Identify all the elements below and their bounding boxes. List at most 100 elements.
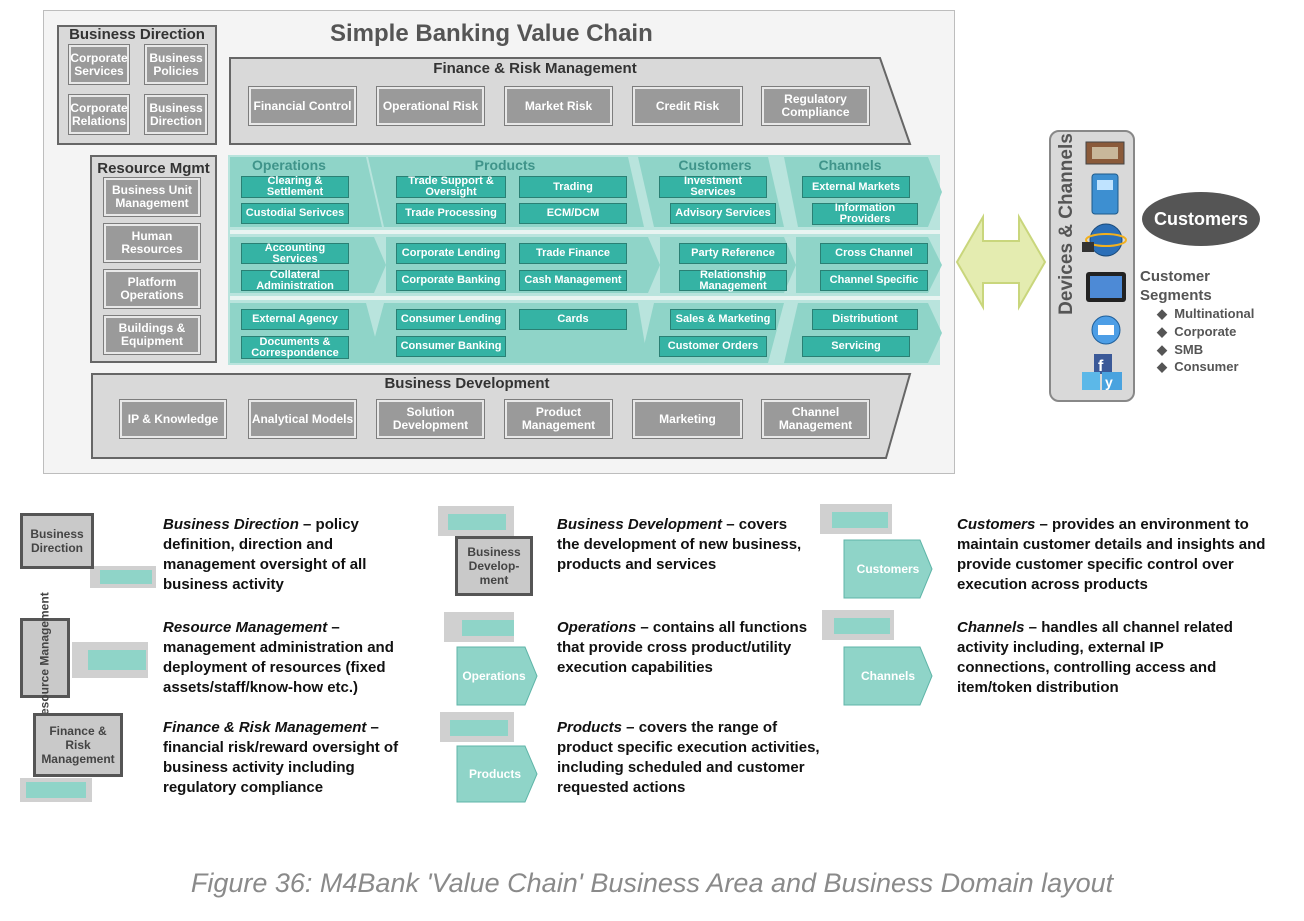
legend-icon-channels: Channels bbox=[860, 669, 915, 683]
business-unit-mgmt-box: Business Unit Management bbox=[104, 178, 200, 216]
credit-risk-box: Credit Risk bbox=[633, 87, 742, 125]
human-resources-box: Human Resources bbox=[104, 224, 200, 262]
legend-business-development: Business Development – covers the develo… bbox=[557, 516, 802, 573]
servicing-box: Servicing bbox=[802, 336, 910, 357]
customer-orders-box: Customer Orders bbox=[659, 336, 767, 357]
trade-finance-box: Trade Finance bbox=[519, 243, 627, 264]
segment-item: ◆ SMB bbox=[1157, 342, 1204, 357]
tablet-icon bbox=[1086, 272, 1126, 302]
buildings-equipment-box: Buildings & Equipment bbox=[104, 316, 200, 354]
legend-customers: Customers – provides an environment to m… bbox=[957, 516, 1266, 593]
business-development-title: Business Development bbox=[384, 375, 550, 392]
business-policies-box: Business Policies bbox=[145, 45, 207, 84]
distribution-box: Distributiont bbox=[812, 309, 918, 330]
relationship-management-box: Relationship Management bbox=[679, 269, 787, 291]
customer-segments-title: Customer Segments bbox=[1140, 268, 1212, 304]
atm-icon bbox=[1085, 141, 1125, 165]
documents-correspondence-box: Documents & Correspondence bbox=[241, 336, 349, 359]
analytical-models-box: Analytical Models bbox=[249, 400, 356, 438]
consumer-lending-box: Consumer Lending bbox=[396, 309, 506, 330]
channel-specific-box: Channel Specific bbox=[820, 270, 928, 291]
regulatory-compliance-box: Regulatory Compliance bbox=[762, 87, 869, 125]
facebook-icon: f bbox=[1094, 354, 1112, 375]
legend-resource-management: Resource Management – management adminis… bbox=[163, 619, 394, 696]
customers-oval: Customers bbox=[1142, 192, 1260, 246]
clearing-settlement-box: Clearing & Settlement bbox=[241, 176, 349, 198]
legend-icon-operations: Operations bbox=[462, 669, 526, 683]
svg-text:y: y bbox=[1105, 374, 1113, 390]
diagram-title: Simple Banking Value Chain bbox=[330, 20, 653, 47]
trading-box: Trading bbox=[519, 176, 627, 198]
marketing-box: Marketing bbox=[633, 400, 742, 438]
accounting-services-box: Accounting Services bbox=[241, 242, 349, 264]
svg-text:f: f bbox=[1098, 358, 1104, 375]
legend-icon-business-development: Business Develop-ment bbox=[455, 536, 533, 596]
phone-icon bbox=[1091, 315, 1121, 345]
cards-box: Cards bbox=[519, 309, 627, 330]
corporate-banking-box: Corporate Banking bbox=[396, 270, 506, 291]
market-risk-box: Market Risk bbox=[505, 87, 612, 125]
legend-icon-customers-shape bbox=[843, 539, 933, 599]
consumer-banking-box: Consumer Banking bbox=[396, 336, 506, 357]
platform-operations-box: Platform Operations bbox=[104, 270, 200, 308]
channels-heading: Channels bbox=[818, 157, 882, 173]
trade-processing-box: Trade Processing bbox=[396, 203, 506, 224]
twitter-icon bbox=[1082, 372, 1100, 390]
customers-heading: Customers bbox=[678, 157, 752, 173]
legend-icon-teal bbox=[462, 620, 514, 636]
cash-machine-icon bbox=[1091, 173, 1119, 215]
collateral-administration-box: Collateral Administration bbox=[241, 269, 349, 291]
legend-icon-teal bbox=[26, 782, 86, 798]
investment-services-box: Investment Services bbox=[659, 176, 767, 198]
yammer-icon: y bbox=[1102, 372, 1122, 390]
finance-risk-title: Finance & Risk Management bbox=[433, 60, 637, 77]
products-heading: Products bbox=[474, 157, 536, 173]
business-direction-box: Business Direction bbox=[145, 95, 207, 134]
cross-channel-box: Cross Channel bbox=[820, 243, 928, 264]
legend-icon-products: Products bbox=[468, 767, 521, 781]
legend-icon-teal bbox=[448, 514, 506, 530]
corporate-lending-box: Corporate Lending bbox=[396, 243, 506, 264]
sales-marketing-box: Sales & Marketing bbox=[670, 309, 776, 330]
device-icons: f y bbox=[1082, 141, 1127, 390]
devices-channels-title: Devices & Channels bbox=[1056, 133, 1077, 315]
internet-icon bbox=[1082, 223, 1127, 257]
legend-products: Products – covers the range of product s… bbox=[557, 719, 820, 796]
legend-finance-risk: Finance & Risk Management – financial ri… bbox=[163, 719, 399, 796]
solution-development-box: Solution Development bbox=[377, 400, 484, 438]
business-direction-title: Business Direction bbox=[69, 26, 205, 43]
legend-icon-customers: Customers bbox=[856, 562, 920, 576]
legend-icon-resource-management: Resource Management bbox=[20, 592, 70, 724]
party-reference-box: Party Reference bbox=[679, 243, 787, 264]
legend-icon-channels-shape bbox=[843, 646, 933, 706]
legend-channels: Channels – handles all channel related a… bbox=[957, 619, 1233, 696]
figure-caption: Figure 36: M4Bank 'Value Chain' Business… bbox=[190, 868, 1114, 898]
product-management-box: Product Management bbox=[505, 400, 612, 438]
operations-heading: Operations bbox=[252, 157, 326, 173]
external-agency-box: External Agency bbox=[241, 309, 349, 330]
legend-icon-teal bbox=[832, 512, 888, 528]
legend-icon-operations-shape bbox=[456, 646, 538, 706]
operational-risk-box: Operational Risk bbox=[377, 87, 484, 125]
financial-control-box: Financial Control bbox=[249, 87, 356, 125]
segment-item: ◆ Multinational bbox=[1157, 306, 1255, 321]
cash-management-box: Cash Management bbox=[519, 270, 627, 291]
legend-icon-teal bbox=[100, 570, 152, 584]
double-arrow-icon bbox=[955, 213, 1047, 311]
ecm-dcm-box: ECM/DCM bbox=[519, 203, 627, 224]
resource-mgmt-title: Resource Mgmt bbox=[97, 160, 210, 177]
advisory-services-box: Advisory Services bbox=[670, 203, 776, 224]
ip-knowledge-box: IP & Knowledge bbox=[120, 400, 226, 438]
segment-item: ◆ Consumer bbox=[1157, 359, 1239, 374]
legend-business-direction: Business Direction – policy definition, … bbox=[163, 516, 367, 593]
legend-icon-teal bbox=[834, 618, 890, 634]
custodial-services-box: Custodial Serivces bbox=[241, 203, 349, 224]
information-providers-box: Information Providers bbox=[812, 203, 918, 225]
corporate-services-box: Corporate Services bbox=[69, 45, 129, 84]
legend-icon-products-shape bbox=[456, 745, 538, 803]
legend-icon-teal bbox=[450, 720, 508, 736]
trade-support-oversight-box: Trade Support & Oversight bbox=[396, 176, 506, 198]
legend-operations: Operations – contains all functions that… bbox=[557, 619, 808, 676]
legend-icon-teal bbox=[88, 650, 146, 670]
legend-icon-finance-risk: Finance & Risk Management bbox=[33, 713, 123, 777]
